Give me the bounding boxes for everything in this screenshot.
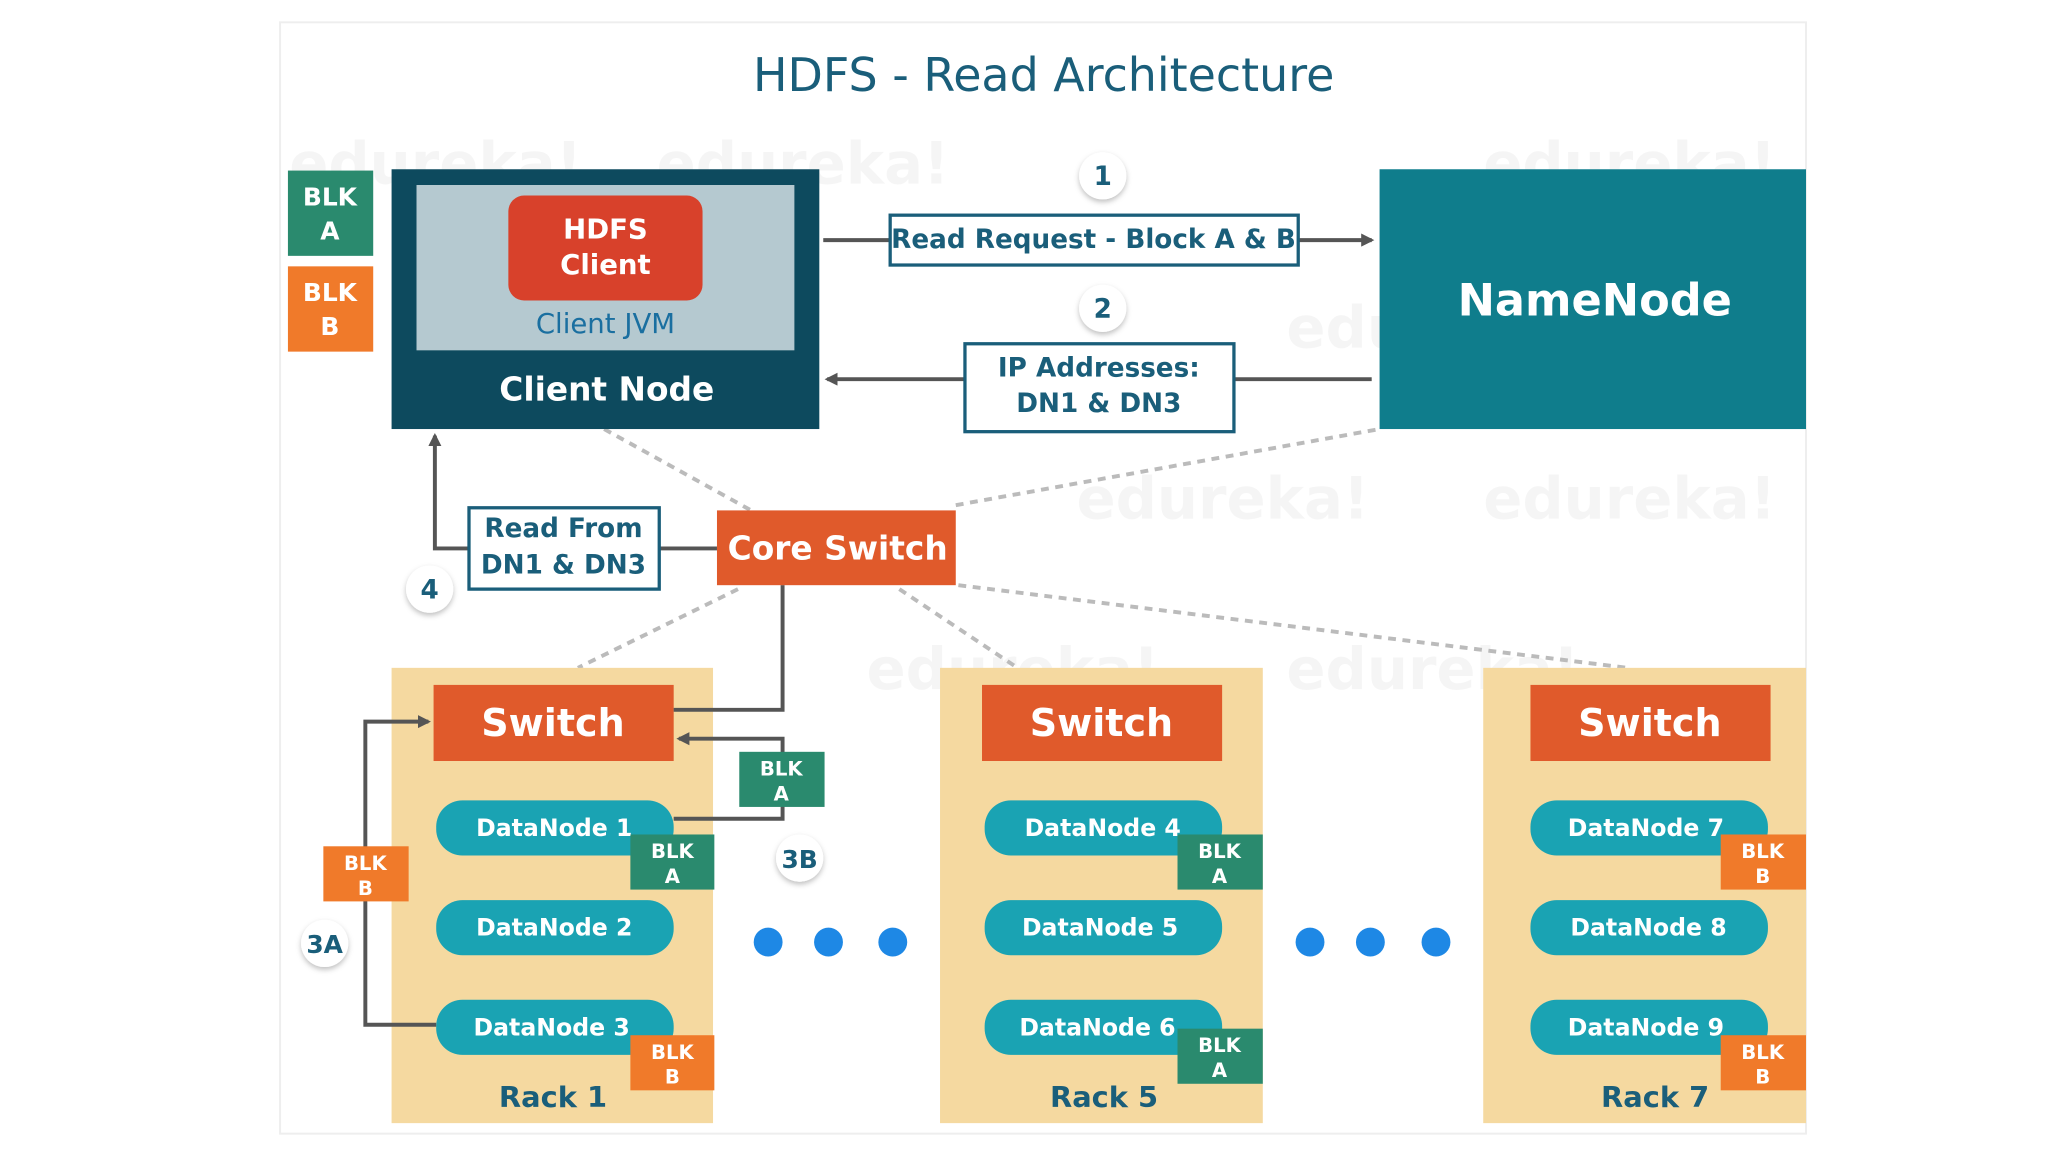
- step-3a-block-letter: B: [358, 877, 373, 900]
- blk-letter: B: [665, 1066, 680, 1089]
- datanode-9-label: DataNode 9: [1568, 1013, 1724, 1041]
- step-2-ip-addresses: IP Addresses: DN1 & DN3 2: [824, 284, 1372, 434]
- namenode-label: NameNode: [1458, 274, 1732, 326]
- step-4-label: Read From: [484, 514, 642, 544]
- step-2-label: DN1 & DN3: [1016, 389, 1181, 419]
- datanode-8: [1530, 900, 1768, 956]
- datanode-3: [436, 999, 674, 1055]
- step-2-number: 2: [1094, 295, 1112, 325]
- ellipsis-dot: [753, 927, 783, 957]
- datanode-6-label: DataNode 6: [1019, 1013, 1175, 1041]
- blk-label: BLK: [1741, 1041, 1785, 1064]
- blk-b-tag-datanode-9: BLK B: [1720, 1035, 1806, 1091]
- rack-1-switch: Switch: [481, 701, 624, 745]
- client-node: HDFS Client Client JVM Client Node: [391, 169, 820, 430]
- datanode-5-label: DataNode 5: [1022, 914, 1178, 942]
- network-links: [577, 427, 1628, 670]
- blk-letter: A: [1212, 1059, 1228, 1082]
- blk-letter: B: [1755, 865, 1770, 888]
- ellipsis-dot: [878, 927, 908, 957]
- legend-blk-b: BLK B: [287, 266, 374, 352]
- blk-label: BLK: [1741, 840, 1785, 863]
- datanode-8-label: DataNode 8: [1570, 914, 1726, 942]
- rack-7: Switch DataNode 7 DataNode 8 DataNode 9 …: [1483, 667, 1806, 1124]
- blk-letter: A: [665, 865, 681, 888]
- rack-5-switch: Switch: [1030, 701, 1173, 745]
- blk-letter: A: [1212, 865, 1228, 888]
- client-node-label: Client Node: [499, 371, 714, 409]
- step-4-read-from: Read From DN1 & DN3 4: [406, 432, 717, 613]
- step-3a-number: 3A: [306, 930, 343, 959]
- step-4-label: DN1 & DN3: [481, 551, 646, 581]
- legend-blk-b-label: BLK: [303, 278, 359, 307]
- watermark: edureka!: [1076, 464, 1369, 532]
- ellipsis-dot: [1355, 927, 1385, 957]
- client-jvm-label: Client JVM: [536, 308, 675, 340]
- step-1-label: Read Request - Block A & B: [891, 225, 1296, 255]
- blk-b-tag-datanode-7: BLK B: [1720, 834, 1806, 890]
- blk-a-tag-datanode-4: BLK A: [1177, 834, 1263, 890]
- legend-blk-a-label: BLK: [303, 182, 359, 211]
- namenode: NameNode: [1379, 169, 1806, 430]
- rack-1-label: Rack 1: [499, 1080, 607, 1114]
- datanode-1-label: DataNode 1: [476, 814, 632, 842]
- datanode-2: [436, 900, 674, 956]
- datanode-9: [1530, 999, 1768, 1055]
- blk-letter: B: [1755, 1066, 1770, 1089]
- step-2-label: IP Addresses:: [998, 354, 1200, 384]
- hdfs-client: [508, 195, 703, 301]
- watermark: edureka!: [1483, 464, 1776, 532]
- datanode-3-label: DataNode 3: [474, 1013, 630, 1041]
- datanode-7: [1530, 800, 1768, 856]
- blk-label: BLK: [1198, 840, 1242, 863]
- ellipsis-dot: [1421, 927, 1451, 957]
- core-switch: Core Switch: [716, 510, 956, 586]
- blk-a-tag-datanode-6: BLK A: [1177, 1028, 1263, 1084]
- more-racks-ellipsis: [753, 927, 1451, 957]
- core-switch-label: Core Switch: [728, 529, 948, 567]
- rack-7-label: Rack 7: [1601, 1080, 1709, 1114]
- datanode-1: [436, 800, 674, 856]
- rack-7-switch: Switch: [1578, 701, 1721, 745]
- step-3b-block-label: BLK: [760, 757, 804, 780]
- blk-label: BLK: [651, 840, 695, 863]
- datanode-2-label: DataNode 2: [476, 914, 632, 942]
- blk-b-tag-datanode-3: BLK B: [630, 1035, 715, 1091]
- step-3b-block-letter: A: [774, 782, 790, 805]
- step-4-number: 4: [420, 575, 438, 605]
- legend-blk-a-letter: A: [320, 216, 340, 245]
- blk-label: BLK: [1198, 1034, 1242, 1057]
- datanode-4-label: DataNode 4: [1025, 814, 1181, 842]
- datanode-7-label: DataNode 7: [1568, 814, 1724, 842]
- legend-blk-a: BLK A: [287, 170, 374, 256]
- rack-5-label: Rack 5: [1050, 1080, 1158, 1114]
- step-1-read-request: Read Request - Block A & B 1: [823, 152, 1375, 267]
- blk-label: BLK: [651, 1041, 695, 1064]
- datanode-6: [984, 999, 1223, 1055]
- ellipsis-dot: [1295, 927, 1325, 957]
- datanode-5: [984, 900, 1223, 956]
- blk-a-tag-datanode-1: BLK A: [630, 834, 715, 890]
- step-3a: BLK B 3A: [301, 715, 437, 1027]
- step-3b-number: 3B: [781, 845, 817, 874]
- datanode-4: [984, 800, 1223, 856]
- hdfs-client-label: Client: [560, 249, 651, 281]
- core-to-rack1-link: [673, 585, 785, 712]
- ellipsis-dot: [814, 927, 843, 957]
- step-3a-block-label: BLK: [344, 852, 388, 875]
- diagram-title: HDFS - Read Architecture: [753, 48, 1334, 102]
- step-1-number: 1: [1094, 162, 1112, 192]
- hdfs-client-label: HDFS: [563, 214, 648, 246]
- legend-blk-b-letter: B: [320, 312, 339, 341]
- step-3b: BLK A 3B: [673, 732, 825, 882]
